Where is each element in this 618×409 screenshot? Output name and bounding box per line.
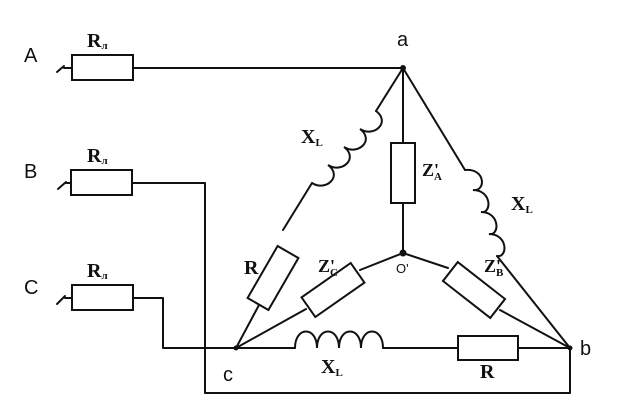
terminal-b-label: B — [24, 161, 37, 183]
impedance-z-b — [441, 260, 507, 320]
resistor-r-bottom — [457, 335, 519, 361]
star-load — [235, 67, 571, 349]
line-resistor-c — [71, 284, 134, 311]
node-c-label: c — [223, 364, 233, 386]
line-resistor-a-label: Rл — [87, 30, 108, 52]
inductor-xl-right — [464, 168, 506, 258]
inductor-xl-left — [311, 110, 383, 187]
phase-b-line — [57, 169, 571, 394]
r-left-label: R — [244, 257, 259, 279]
z-a-label: Z'A — [422, 160, 442, 183]
resistor-r-left — [246, 244, 300, 312]
terminal-c-mark — [56, 295, 66, 305]
z-b-label: Z'B — [484, 256, 504, 279]
xl-left-label: XL — [301, 126, 323, 149]
node-c-dot — [233, 345, 239, 351]
z-c-label: Z'C — [318, 256, 338, 279]
node-a-dot — [400, 65, 406, 71]
impedance-z-a — [390, 142, 416, 204]
node-a-label: a — [397, 29, 409, 51]
terminal-c-label: C — [24, 277, 38, 299]
impedance-z-c — [300, 261, 366, 319]
node-b-dot — [567, 345, 573, 351]
line-resistor-b-label: Rл — [87, 145, 108, 167]
line-resistor-c-label: Rл — [87, 260, 108, 282]
branch-cb — [235, 330, 571, 361]
node-o-dot — [399, 249, 407, 257]
branch-ab — [402, 67, 571, 349]
inductor-xl-bottom — [294, 330, 384, 349]
line-resistor-b — [70, 169, 133, 196]
terminal-b-mark — [57, 181, 67, 190]
branch-ac — [235, 67, 404, 349]
xl-bottom-label: XL — [321, 356, 343, 379]
phase-a-line — [56, 54, 404, 81]
terminal-a-mark — [56, 65, 65, 73]
xl-right-label: XL — [511, 193, 533, 216]
line-resistor-a — [71, 54, 134, 81]
r-bottom-label: R — [480, 361, 495, 383]
phase-c-line — [56, 284, 237, 349]
node-o-label: O' — [396, 261, 409, 276]
node-b-label: b — [580, 338, 591, 360]
terminal-a-label: A — [24, 45, 38, 67]
